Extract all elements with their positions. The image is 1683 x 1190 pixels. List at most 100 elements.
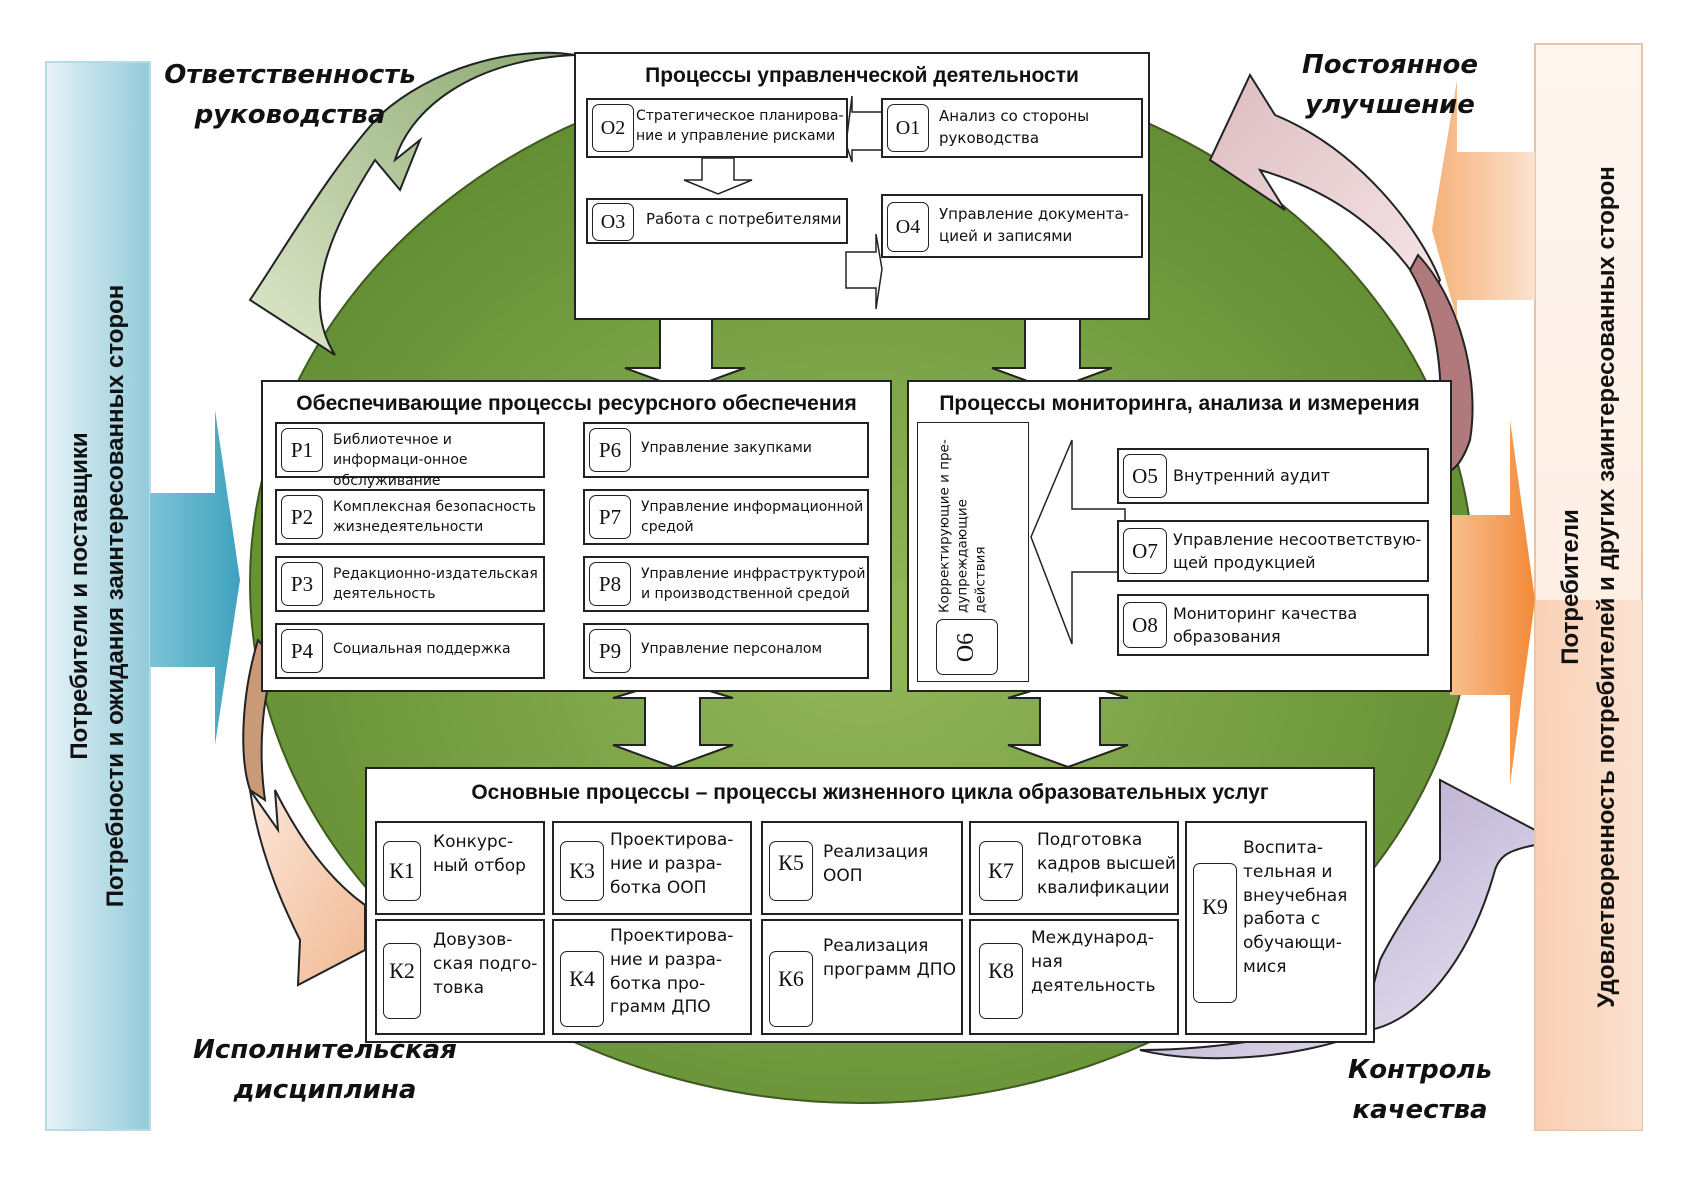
process-o3[interactable]: О3 Работа с потребителями bbox=[586, 198, 848, 244]
quality-control-label: Контроль качества bbox=[1330, 1050, 1510, 1130]
process-o7[interactable]: О7 Управление несоответствую-щей продукц… bbox=[1117, 520, 1429, 582]
process-label: Реализация программ ДПО bbox=[823, 936, 956, 980]
management-title: Процессы управленческой деятельности bbox=[645, 64, 1079, 87]
arrow-o3-to-o4 bbox=[845, 233, 883, 310]
process-label: Реализация ООП bbox=[823, 842, 929, 886]
process-label: Воспита-тельная и внеучебная работа с об… bbox=[1243, 838, 1348, 977]
right-panel-subtitle: Удовлетворенность потребителей и других … bbox=[1592, 166, 1620, 1008]
process-k9[interactable]: К9 Воспита-тельная и внеучебная работа с… bbox=[1185, 821, 1367, 1035]
process-label: Проектирова-ние и разра-ботка ООП bbox=[610, 830, 734, 898]
discipline-label: Исполнительская дисциплина bbox=[185, 1030, 465, 1110]
improvement-label: Постоянное улучшение bbox=[1290, 45, 1490, 125]
process-label: Подготовка кадров высшей квалификации bbox=[1037, 830, 1176, 898]
process-code: О5 bbox=[1123, 454, 1167, 498]
process-o2[interactable]: О2 Стратегическое планирова-ние и управл… bbox=[586, 98, 848, 158]
process-code: О4 bbox=[887, 202, 929, 252]
process-k2[interactable]: К2 Довузов-ская подго-товка bbox=[375, 919, 545, 1035]
process-code: К4 bbox=[560, 951, 604, 1027]
process-p1[interactable]: Р1 Библиотечное и информаци-онное обслуж… bbox=[275, 422, 545, 489]
process-code: О6 bbox=[936, 619, 998, 675]
process-k8[interactable]: К8 Международ-ная деятельность bbox=[969, 919, 1179, 1035]
process-p3[interactable]: Р3 Редакционно-издательская деятельность bbox=[275, 556, 545, 612]
process-code: Р1 bbox=[281, 428, 323, 472]
arrow-o2-to-o3 bbox=[683, 157, 753, 195]
management-processes-box: Процессы управленческой деятельности О2 … bbox=[574, 52, 1150, 320]
core-title: Основные процессы – процессы жизненного … bbox=[471, 781, 1269, 804]
process-o6[interactable]: Корректирующие и пре-дупреждающие действ… bbox=[917, 422, 1029, 682]
management-internal-arrows bbox=[683, 95, 883, 310]
process-label: Корректирующие и пре-дупреждающие действ… bbox=[936, 439, 990, 613]
process-o1[interactable]: О1 Анализ со стороны руководства bbox=[881, 98, 1143, 158]
process-label: Внутренний аудит bbox=[1173, 466, 1331, 485]
process-k6[interactable]: К6 Реализация программ ДПО bbox=[761, 919, 963, 1035]
process-p9[interactable]: Р9 Управление персоналом bbox=[583, 623, 869, 679]
right-panel-text: Потребители Удовлетворенность потребител… bbox=[1535, 44, 1642, 1130]
process-label: Комплексная безопасность жизнедеятельнос… bbox=[333, 499, 537, 536]
monitoring-processes-box: Процессы мониторинга, анализа и измерени… bbox=[907, 380, 1452, 692]
process-label: Работа с потребителями bbox=[646, 210, 842, 228]
input-arrow bbox=[150, 410, 240, 745]
process-code: Р9 bbox=[589, 629, 631, 673]
process-p4[interactable]: Р4 Социальная поддержка bbox=[275, 623, 545, 679]
process-label: Управление документа-цией и записями bbox=[939, 205, 1130, 245]
improvement-label-line1: Постоянное bbox=[1301, 50, 1479, 80]
corrective-text-wrap: Корректирующие и пре-дупреждающие действ… bbox=[928, 433, 998, 613]
resource-title: Обеспечивающие процессы ресурсного обесп… bbox=[296, 392, 857, 415]
process-code: Р6 bbox=[589, 428, 631, 472]
output-arrow bbox=[1450, 420, 1535, 785]
left-panel-title: Потребители и поставщики bbox=[66, 432, 93, 760]
responsibility-label: Ответственность руководства bbox=[145, 55, 435, 135]
left-panel-subtitle: Потребности и ожидания заинтересованных … bbox=[102, 284, 129, 908]
process-label: Управление информационной средой bbox=[641, 499, 864, 536]
process-code: О8 bbox=[1123, 602, 1167, 648]
discipline-label-line2: дисциплина bbox=[233, 1075, 417, 1105]
resource-processes-box: Обеспечивающие процессы ресурсного обесп… bbox=[261, 380, 892, 692]
process-p7[interactable]: Р7 Управление информационной средой bbox=[583, 489, 869, 545]
process-code: К8 bbox=[979, 943, 1023, 1019]
process-label: Управление персоналом bbox=[641, 641, 823, 657]
process-o5[interactable]: О5 Внутренний аудит bbox=[1117, 448, 1429, 504]
process-code: К2 bbox=[383, 943, 421, 1019]
process-label: Управление инфраструктурой и производств… bbox=[641, 566, 866, 603]
process-o8[interactable]: О8 Мониторинг качества образования bbox=[1117, 594, 1429, 656]
process-k7[interactable]: К7 Подготовка кадров высшей квалификации bbox=[969, 821, 1179, 915]
process-label: Анализ со стороны руководства bbox=[939, 107, 1090, 147]
process-k5[interactable]: К5 Реализация ООП bbox=[761, 821, 963, 915]
process-label: Библиотечное и информаци-онное обслужива… bbox=[333, 432, 468, 489]
process-code: К7 bbox=[979, 841, 1023, 901]
left-panel-text: Потребители и поставщики Потребности и о… bbox=[46, 62, 150, 1130]
process-k4[interactable]: К4 Проектирова-ние и разра-ботка про-гра… bbox=[552, 919, 752, 1035]
process-p6[interactable]: Р6 Управление закупками bbox=[583, 422, 869, 478]
process-code: Р3 bbox=[281, 562, 323, 606]
process-label: Мониторинг качества образования bbox=[1173, 604, 1358, 647]
process-code: Р8 bbox=[589, 562, 631, 606]
process-o4[interactable]: О4 Управление документа-цией и записями bbox=[881, 194, 1143, 258]
quality-control-label-line1: Контроль bbox=[1347, 1055, 1493, 1085]
process-code: О2 bbox=[592, 104, 634, 152]
responsibility-label-line2: руководства bbox=[194, 100, 386, 130]
quality-control-label-line2: качества bbox=[1352, 1095, 1488, 1125]
process-code: Р7 bbox=[589, 495, 631, 539]
quality-control-arrow bbox=[1139, 778, 1536, 1060]
process-code: К6 bbox=[769, 951, 813, 1027]
process-code: Р4 bbox=[281, 629, 323, 673]
process-p2[interactable]: Р2 Комплексная безопасность жизнедеятель… bbox=[275, 489, 545, 545]
process-code: Р2 bbox=[281, 495, 323, 539]
process-k3[interactable]: К3 Проектирова-ние и разра-ботка ООП bbox=[552, 821, 752, 915]
process-p8[interactable]: Р8 Управление инфраструктурой и производ… bbox=[583, 556, 869, 612]
process-label: Социальная поддержка bbox=[333, 641, 511, 657]
process-k1[interactable]: К1 Конкурс-ный отбор bbox=[375, 821, 545, 915]
process-code: К3 bbox=[560, 841, 604, 901]
improvement-label-line2: улучшение bbox=[1305, 90, 1475, 120]
responsibility-label-line1: Ответственность bbox=[164, 60, 416, 90]
responsibility-arrow bbox=[248, 51, 576, 356]
process-code: О1 bbox=[887, 104, 929, 152]
feedback-arrow bbox=[1432, 80, 1535, 320]
process-code-text: О6 bbox=[953, 632, 980, 662]
process-label: Довузов-ская подго-товка bbox=[433, 930, 538, 998]
process-label: Проектирова-ние и разра-ботка про-грамм … bbox=[610, 926, 734, 1018]
process-label: Редакционно-издательская деятельность bbox=[333, 566, 538, 603]
process-code: К5 bbox=[769, 841, 813, 901]
process-label: Стратегическое планирова-ние и управлени… bbox=[636, 108, 844, 145]
process-code: К1 bbox=[383, 841, 421, 901]
